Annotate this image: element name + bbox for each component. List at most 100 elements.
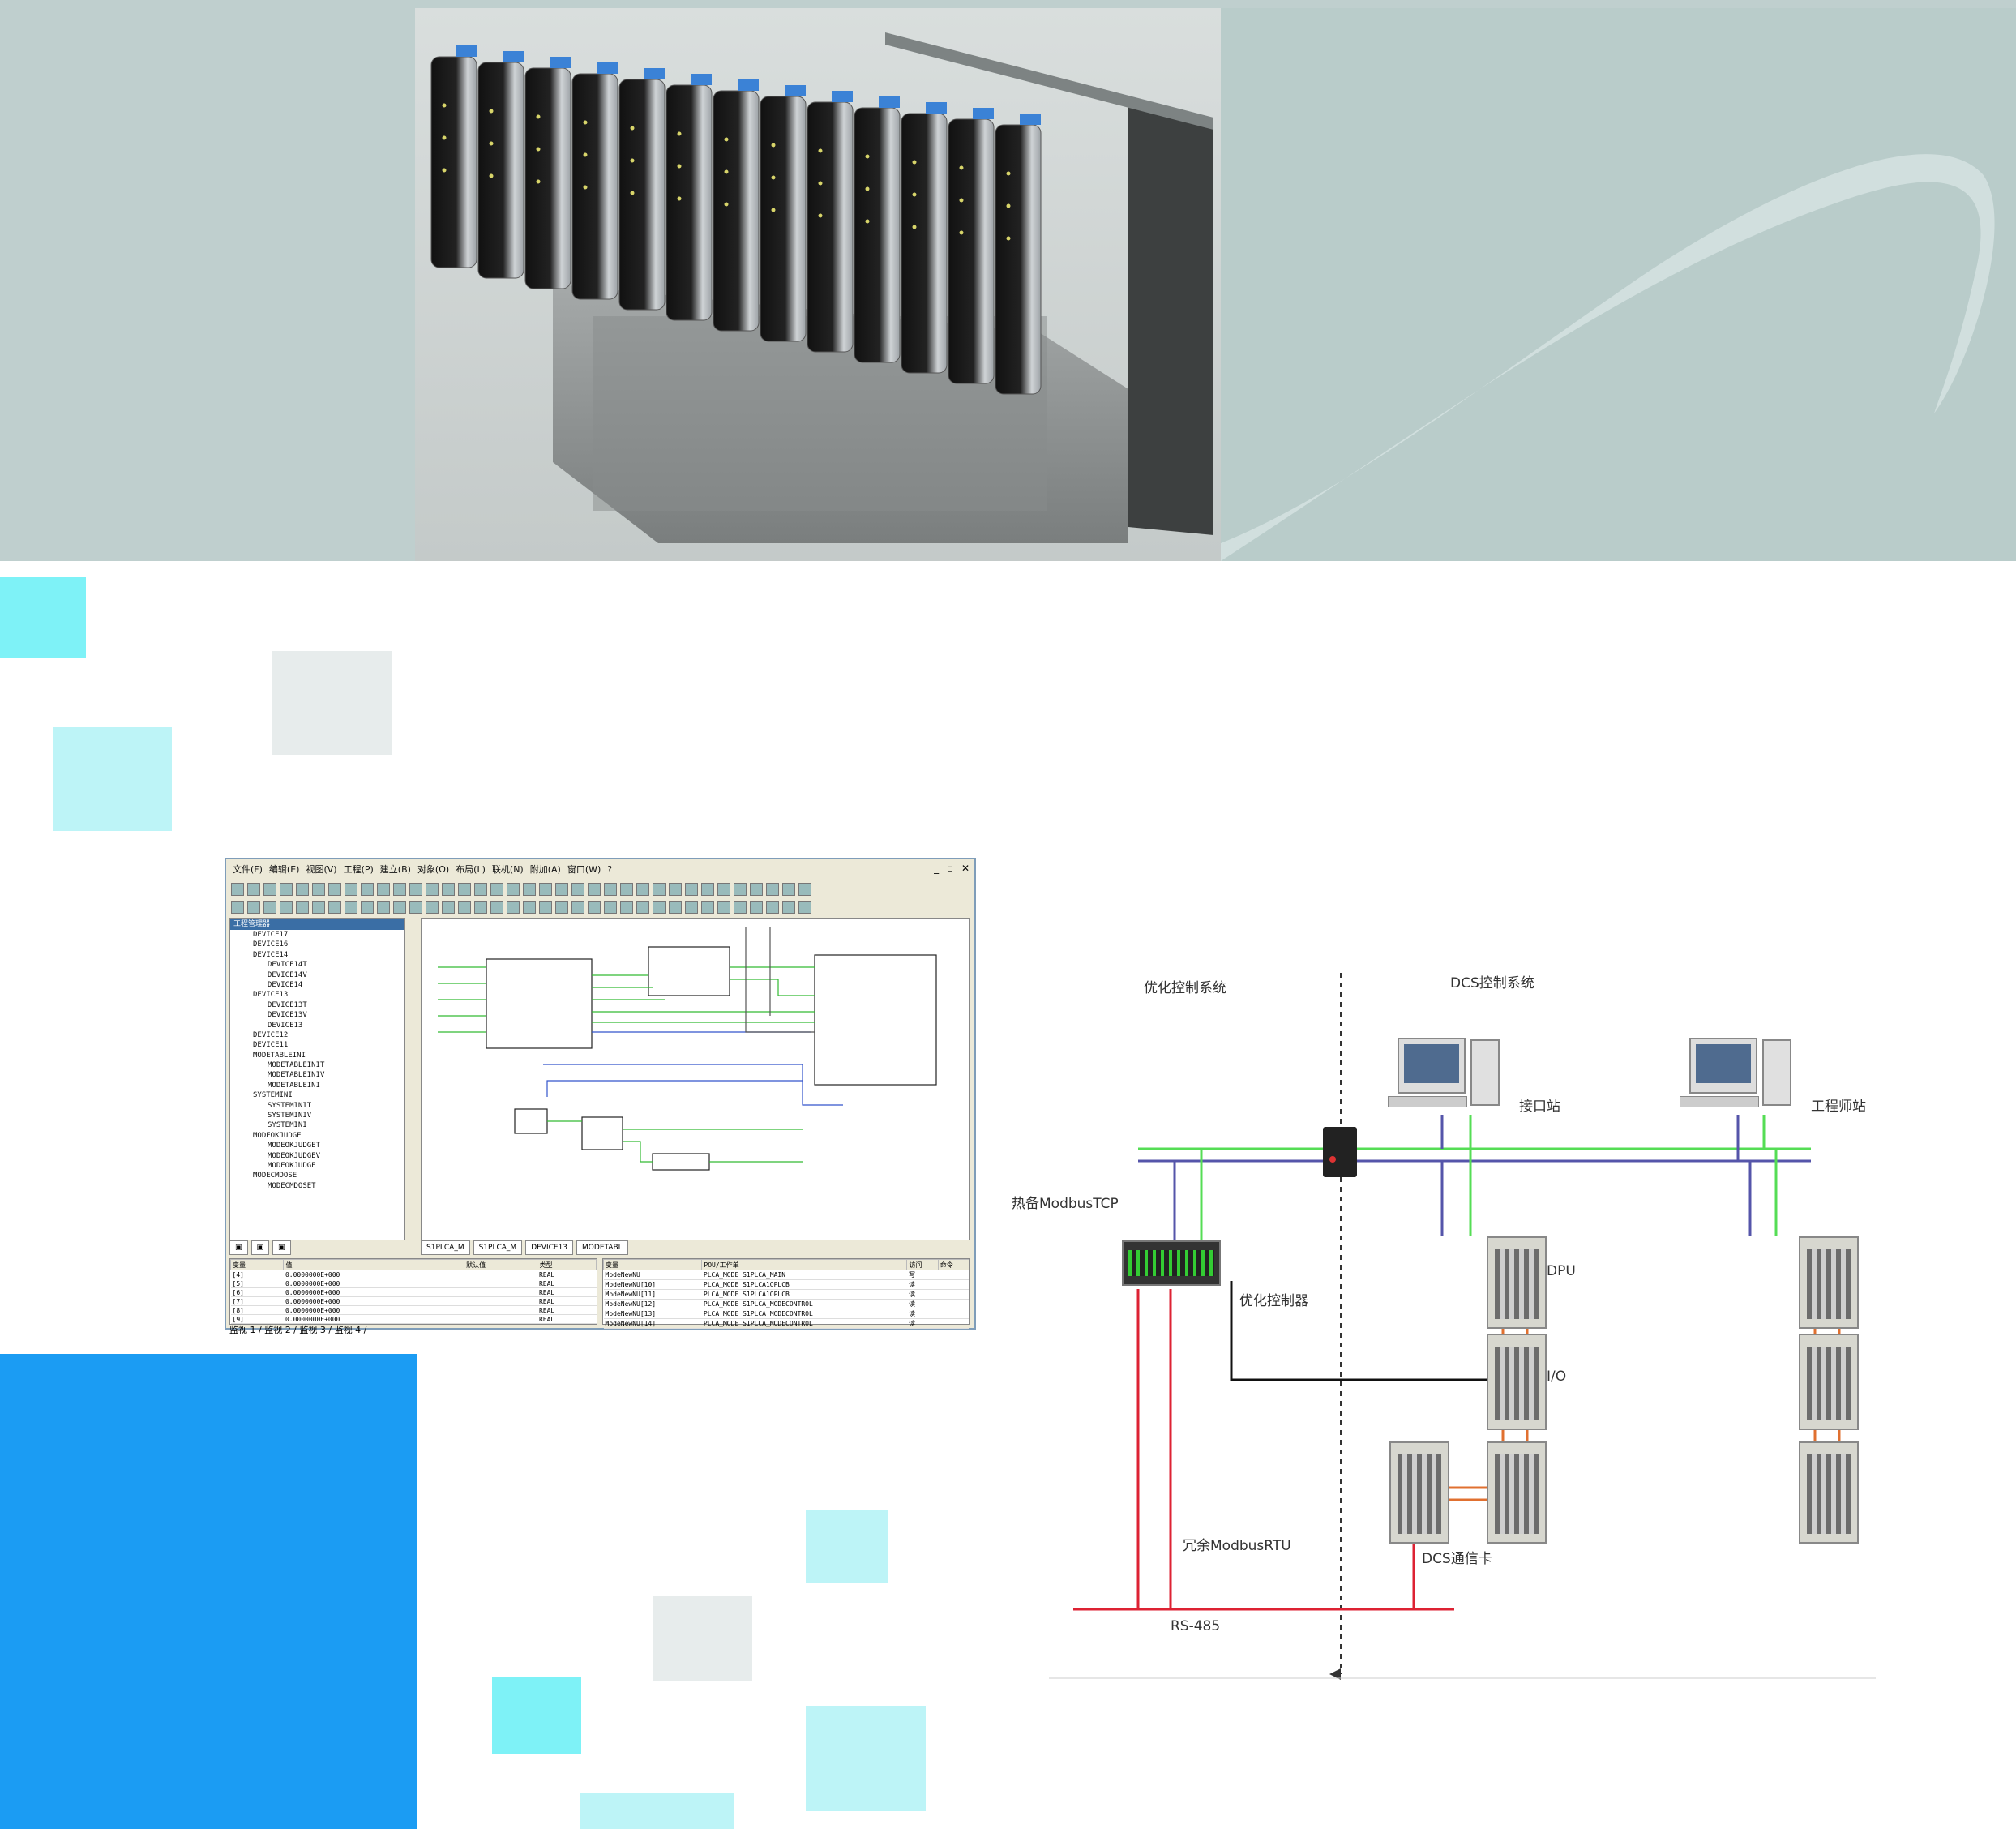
toolbar-button-icon[interactable] <box>345 883 357 896</box>
tree-tab[interactable]: ▣ <box>250 1240 270 1255</box>
toolbar-button-icon[interactable] <box>588 901 601 914</box>
toolbar-button-icon[interactable] <box>620 883 633 896</box>
editor-tab[interactable]: S1PLCA_M <box>473 1240 523 1255</box>
toolbar-button-icon[interactable] <box>231 883 244 896</box>
tree-item[interactable]: DEVICE14T <box>268 961 307 970</box>
toolbar-button-icon[interactable] <box>685 901 698 914</box>
toolbar-button-icon[interactable] <box>490 901 503 914</box>
toolbar-button-icon[interactable] <box>669 883 682 896</box>
toolbar-button-icon[interactable] <box>328 883 341 896</box>
menu-item[interactable]: 建立(B) <box>379 864 411 875</box>
tree-item[interactable]: DEVICE17 <box>253 931 289 939</box>
fbd-editor-canvas[interactable] <box>421 918 970 1240</box>
tree-item[interactable]: SYSTEMINIT <box>268 1101 312 1110</box>
toolbar-button-icon[interactable] <box>393 901 406 914</box>
toolbar-button-icon[interactable] <box>782 883 795 896</box>
tree-item[interactable]: DEVICE12 <box>253 1030 289 1039</box>
tree-item[interactable]: MODEOKJUDGE <box>268 1161 316 1170</box>
menu-item[interactable]: ? <box>607 864 613 875</box>
tree-item[interactable]: MODEOKJUDGET <box>268 1142 321 1150</box>
table-row[interactable]: ModeNewNU[14]PLCA_MODE S1PLCA_MODECONTRO… <box>603 1318 969 1329</box>
menu-item[interactable]: 对象(O) <box>417 864 450 875</box>
toolbar-button-icon[interactable] <box>361 883 374 896</box>
tree-tab[interactable]: ▣ <box>229 1240 248 1255</box>
table-row[interactable]: ModeNewNU[12]PLCA_MODE S1PLCA_MODECONTRO… <box>603 1299 969 1309</box>
menu-item[interactable]: 窗口(W) <box>567 864 601 875</box>
toolbar-button-icon[interactable] <box>442 883 455 896</box>
toolbar-button-icon[interactable] <box>523 901 536 914</box>
toolbar-button-icon[interactable] <box>571 901 584 914</box>
toolbar-button-icon[interactable] <box>296 883 309 896</box>
toolbar-button-icon[interactable] <box>247 883 260 896</box>
toolbar-button-icon[interactable] <box>734 901 747 914</box>
toolbar-button-icon[interactable] <box>604 901 617 914</box>
toolbar-button-icon[interactable] <box>409 883 422 896</box>
tree-item[interactable]: MODETABLEINI <box>268 1081 321 1090</box>
table-row[interactable]: ModeNewNU[13]PLCA_MODE S1PLCA_MODECONTRO… <box>603 1309 969 1319</box>
toolbar-button-icon[interactable] <box>377 883 390 896</box>
toolbar-button-icon[interactable] <box>377 901 390 914</box>
toolbar-button-icon[interactable] <box>782 901 795 914</box>
toolbar-button-icon[interactable] <box>263 901 276 914</box>
menu-item[interactable]: 布局(L) <box>456 864 486 875</box>
toolbar-button-icon[interactable] <box>458 883 471 896</box>
toolbar-button-icon[interactable] <box>717 883 730 896</box>
toolbar-button-icon[interactable] <box>345 901 357 914</box>
toolbar-button-icon[interactable] <box>555 901 568 914</box>
toolbar-button-icon[interactable] <box>766 901 779 914</box>
tree-item[interactable]: DEVICE11 <box>253 1041 289 1050</box>
toolbar-button-icon[interactable] <box>750 883 763 896</box>
tree-tab[interactable]: ▣ <box>272 1240 291 1255</box>
toolbar-button-icon[interactable] <box>701 883 714 896</box>
toolbar-button-icon[interactable] <box>247 901 260 914</box>
toolbar-button-icon[interactable] <box>474 901 487 914</box>
watch-tabs[interactable]: 监视 1 / 监视 2 / 监视 3 / 监视 4 / <box>229 1325 367 1335</box>
toolbar-button-icon[interactable] <box>604 883 617 896</box>
tree-item[interactable]: MODETABLEINI <box>253 1051 306 1060</box>
tree-item[interactable]: MODETABLEINIV <box>268 1071 325 1080</box>
tree-item[interactable]: MODECMDOSE <box>253 1172 297 1180</box>
toolbar-button-icon[interactable] <box>312 883 325 896</box>
menu-item[interactable]: 联机(N) <box>491 864 524 875</box>
tree-item[interactable]: DEVICE16 <box>253 940 289 949</box>
tree-item[interactable]: SYSTEMINI <box>268 1121 307 1130</box>
editor-tab[interactable]: S1PLCA_M <box>421 1240 470 1255</box>
toolbar-button-icon[interactable] <box>717 901 730 914</box>
toolbar-button-icon[interactable] <box>539 901 552 914</box>
toolbar-button-icon[interactable] <box>361 901 374 914</box>
tree-item[interactable]: DEVICE13V <box>268 1011 307 1020</box>
tree-item[interactable]: DEVICE14 <box>253 950 289 959</box>
toolbar-button-icon[interactable] <box>539 883 552 896</box>
toolbar-button-icon[interactable] <box>685 883 698 896</box>
toolbar-button-icon[interactable] <box>507 883 520 896</box>
editor-tab[interactable]: DEVICE13 <box>525 1240 574 1255</box>
tree-item[interactable]: MODETABLEINIT <box>268 1061 325 1070</box>
toolbar-button-icon[interactable] <box>280 883 293 896</box>
menu-item[interactable]: 编辑(E) <box>268 864 300 875</box>
menu-item[interactable]: 工程(P) <box>343 864 374 875</box>
toolbar-button-icon[interactable] <box>701 901 714 914</box>
toolbar-button-icon[interactable] <box>426 883 439 896</box>
editor-tab[interactable]: MODETABL <box>576 1240 628 1255</box>
toolbar-button-icon[interactable] <box>636 901 649 914</box>
toolbar-button-icon[interactable] <box>458 901 471 914</box>
toolbar-button-icon[interactable] <box>263 883 276 896</box>
toolbar-button-icon[interactable] <box>588 883 601 896</box>
toolbar-button-icon[interactable] <box>620 901 633 914</box>
toolbar-button-icon[interactable] <box>296 901 309 914</box>
toolbar-button-icon[interactable] <box>734 883 747 896</box>
toolbar-button-icon[interactable] <box>490 883 503 896</box>
toolbar-button-icon[interactable] <box>231 901 244 914</box>
tree-item[interactable]: DEVICE13 <box>268 1021 303 1030</box>
tree-item[interactable]: MODEOKJUDGEV <box>268 1151 321 1160</box>
toolbar-button-icon[interactable] <box>766 883 779 896</box>
toolbar-button-icon[interactable] <box>750 901 763 914</box>
toolbar-button-icon[interactable] <box>474 883 487 896</box>
